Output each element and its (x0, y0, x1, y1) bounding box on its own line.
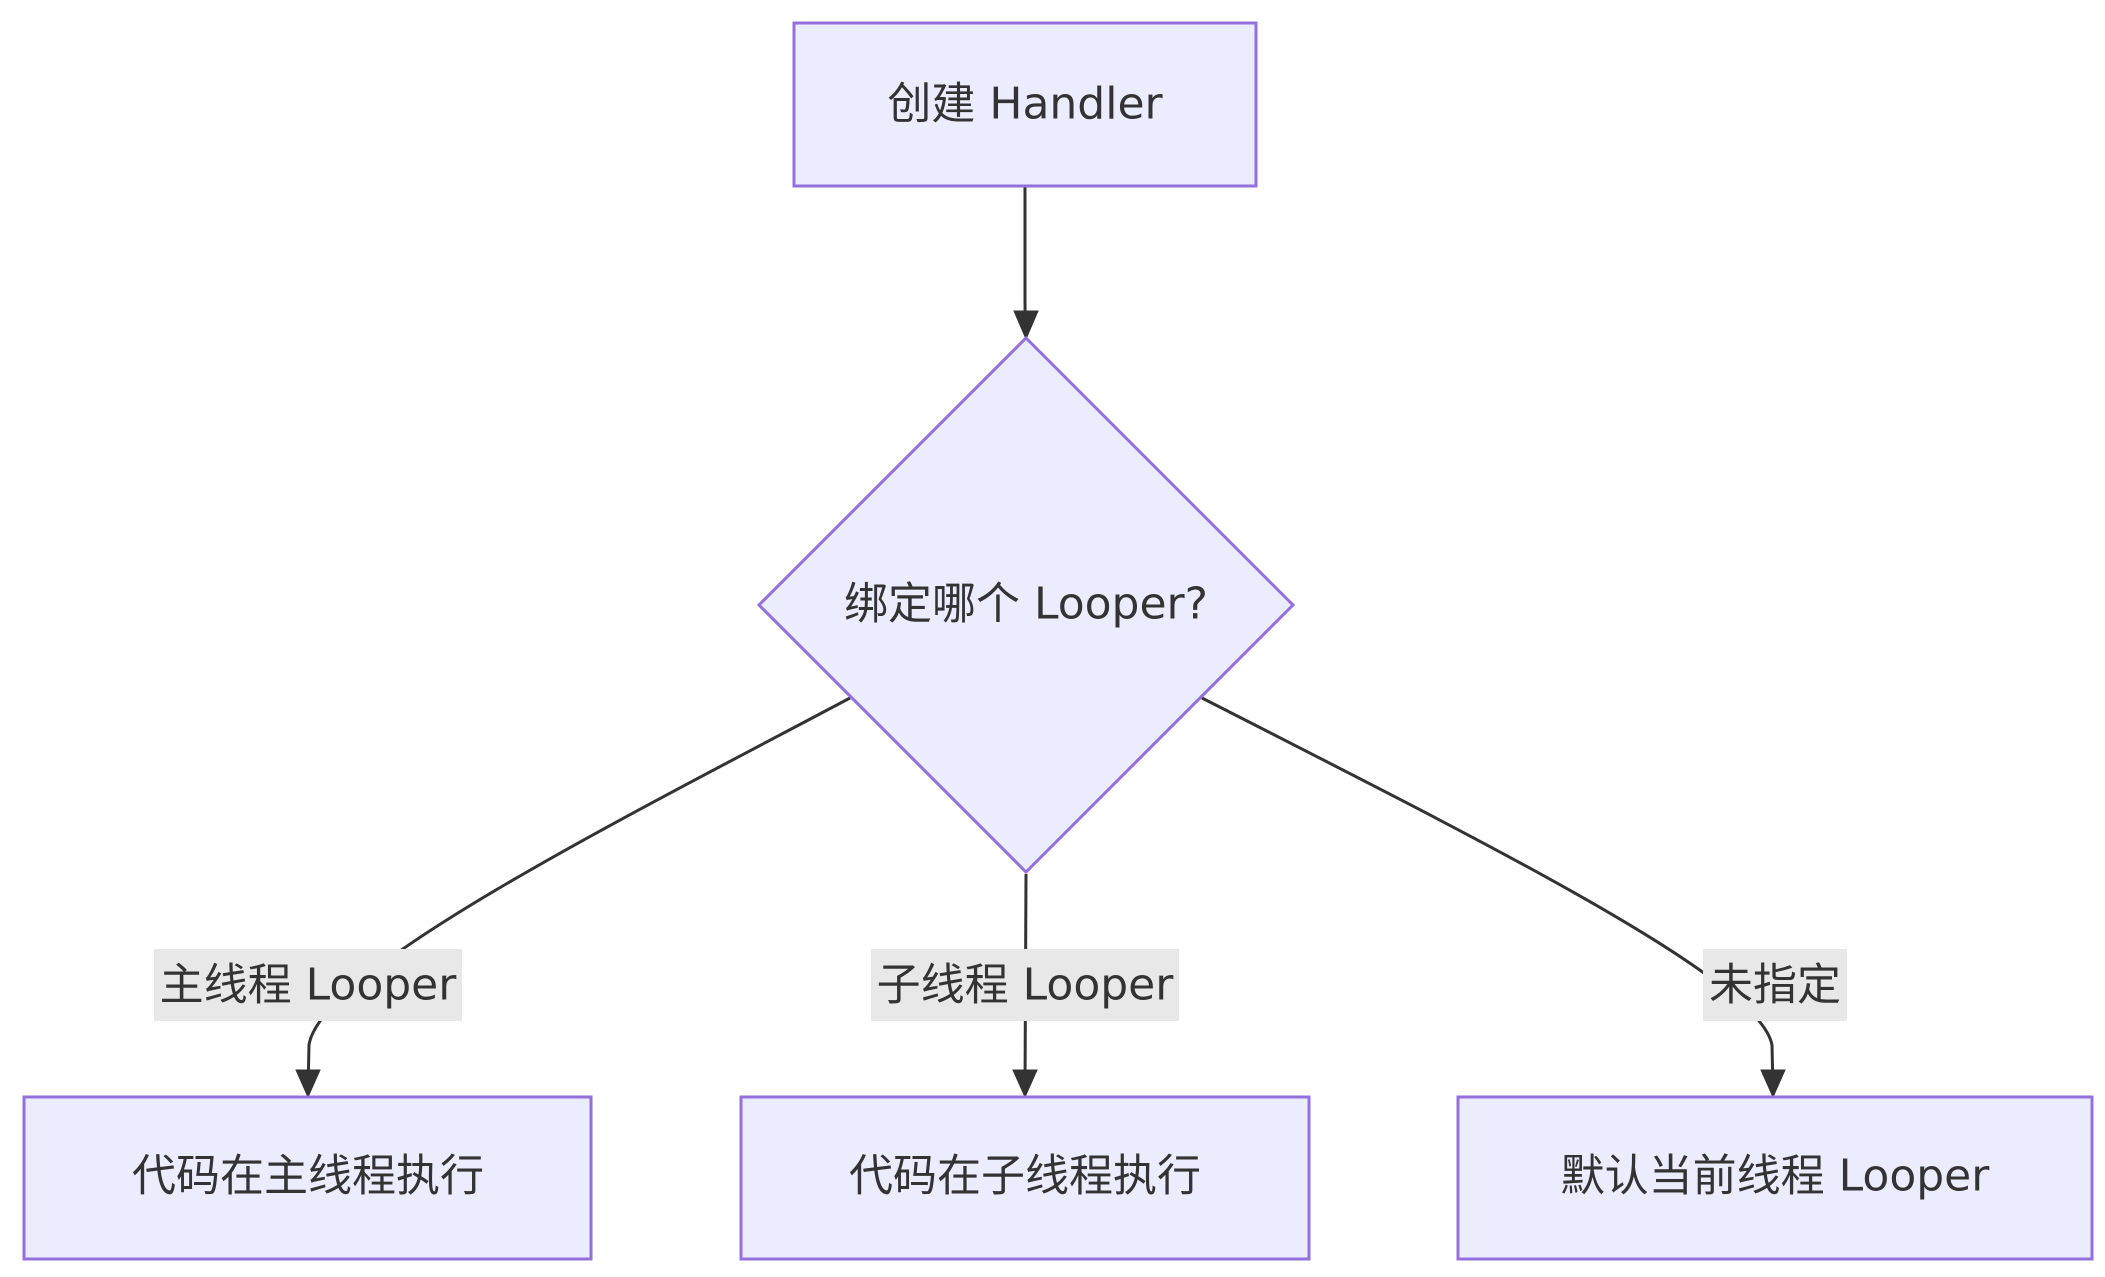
node-label: 代码在子线程执行 (849, 1151, 1201, 1202)
edge-label-child-looper: 子线程 Looper (871, 949, 1179, 1021)
edge-label-main-looper: 主线程 Looper (154, 949, 462, 1021)
node-default-looper[interactable]: 默认当前线程 Looper (1456, 1095, 2094, 1261)
arrow-head-child (1012, 1069, 1038, 1099)
edge-label-bg (154, 949, 462, 1021)
edge-label-text: 主线程 Looper (160, 960, 458, 1011)
node-box (739, 1095, 1311, 1261)
edge-decision-to-default (1201, 696, 1775, 1091)
node-label: 创建 Handler (887, 79, 1163, 130)
edge-label-bg (1703, 949, 1847, 1021)
edge-labels: 主线程 Looper 子线程 Looper 未指定 (154, 949, 1847, 1021)
edge-label-text: 未指定 (1709, 960, 1841, 1011)
edge-label-unspecified: 未指定 (1703, 949, 1847, 1021)
node-which-looper-decision[interactable]: 绑定哪个 Looper? (756, 335, 1296, 875)
node-child-thread[interactable]: 代码在子线程执行 (739, 1095, 1311, 1261)
node-box (1456, 1095, 2094, 1261)
arrow-head-main (295, 1069, 321, 1099)
decision-diamond (756, 335, 1296, 875)
node-create-handler[interactable]: 创建 Handler (792, 21, 1258, 188)
node-label: 代码在主线程执行 (132, 1151, 484, 1202)
edge-decision-to-main (306, 696, 851, 1091)
edge-label-bg (871, 949, 1179, 1021)
node-label: 默认当前线程 Looper (1561, 1151, 1991, 1202)
node-box (792, 21, 1258, 188)
node-main-thread[interactable]: 代码在主线程执行 (22, 1095, 593, 1261)
node-box (22, 1095, 593, 1261)
node-label: 绑定哪个 Looper? (844, 579, 1208, 630)
arrow-head-default (1760, 1069, 1786, 1099)
edge-label-text: 子线程 Looper (877, 960, 1175, 1011)
arrow-head-decision (1013, 310, 1039, 341)
